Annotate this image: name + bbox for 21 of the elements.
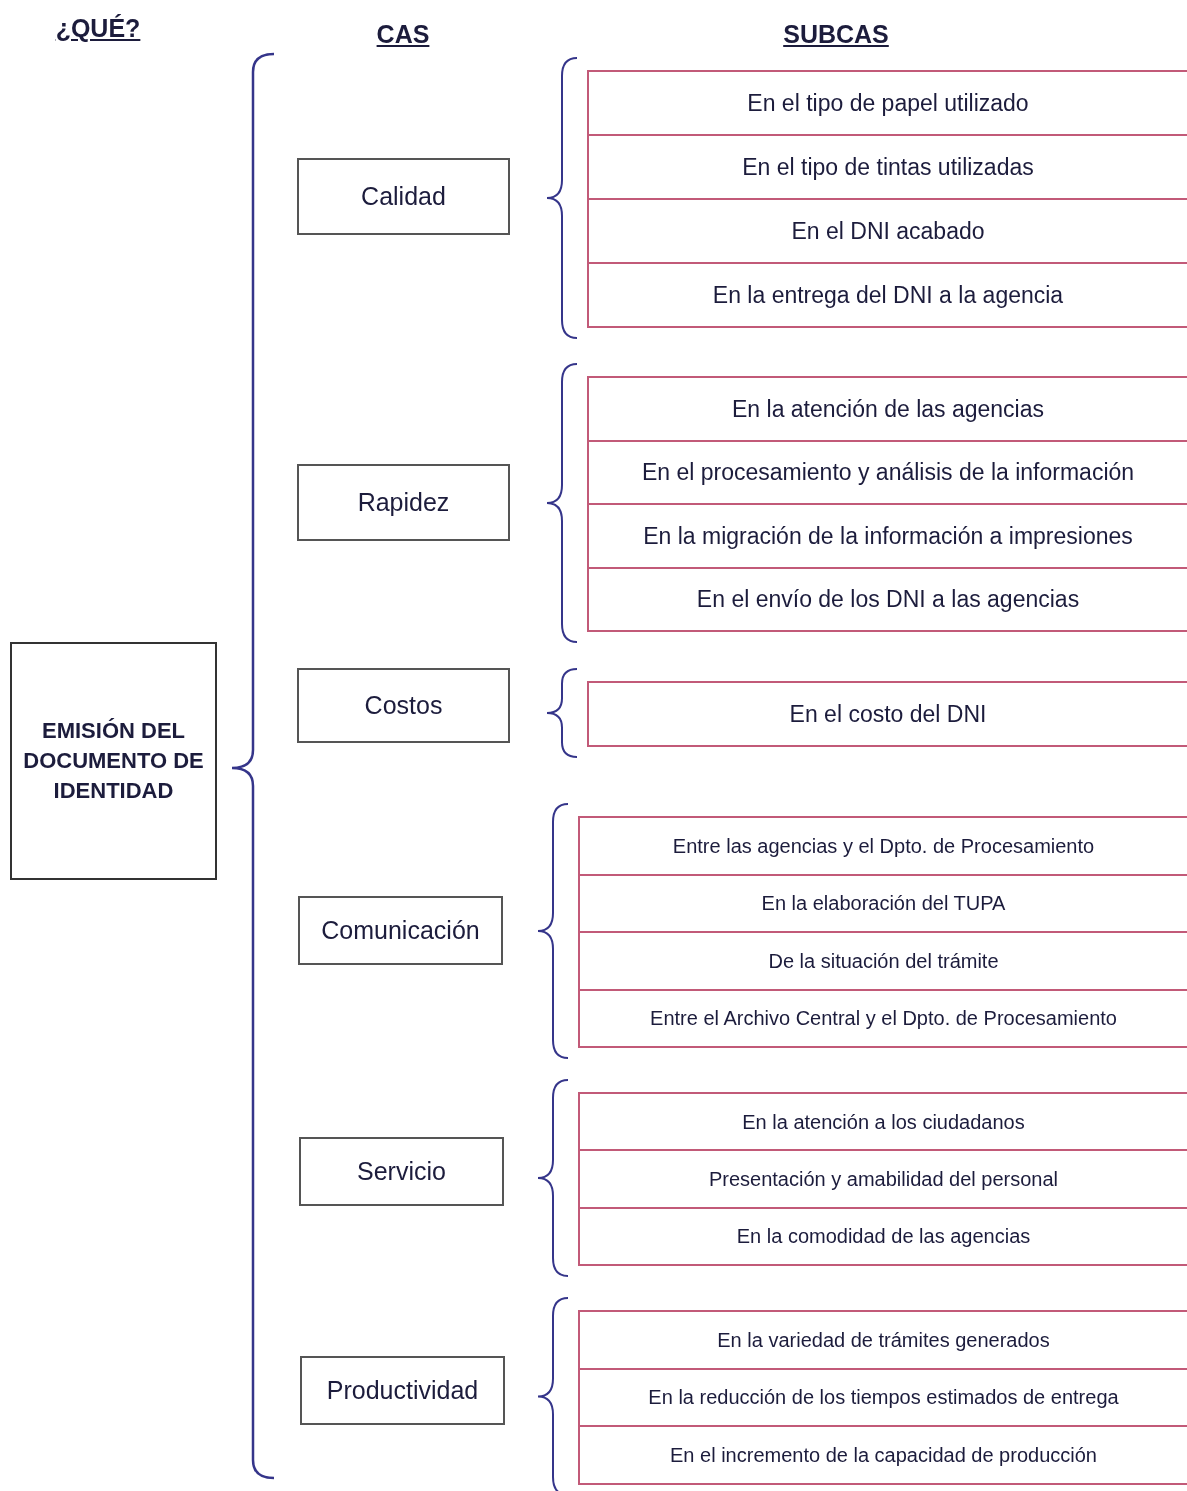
subcategory-row: Entre las agencias y el Dpto. de Procesamiento xyxy=(578,816,1187,876)
subcategory-row: En la variedad de trámites generados xyxy=(578,1310,1187,1370)
subcategory-row: En la comodidad de las agencias xyxy=(578,1206,1187,1266)
category-box: Comunicación xyxy=(298,896,503,965)
subcategory-row: En el tipo de papel utilizado xyxy=(587,70,1187,136)
column-heading: ¿QUÉ? xyxy=(54,13,142,44)
subcategory-row: En la atención de las agencias xyxy=(587,376,1187,442)
subcategory-row: En el envío de los DNI a las agencias xyxy=(587,566,1187,632)
subcategory-row: En el incremento de la capacidad de producción xyxy=(578,1425,1187,1485)
category-box: Calidad xyxy=(297,158,510,235)
column-heading: SUBCAS xyxy=(782,19,890,50)
category-box: Productividad xyxy=(300,1356,505,1425)
subcategory-row: En la entrega del DNI a la agencia xyxy=(587,262,1187,328)
category-box: Costos xyxy=(297,668,510,743)
column-heading: CAS xyxy=(375,19,431,50)
subcategory-row: En la atención a los ciudadanos xyxy=(578,1092,1187,1152)
subcategory-row: Entre el Archivo Central y el Dpto. de Procesamiento xyxy=(578,988,1187,1048)
root-box: EMISIÓN DEL DOCUMENTO DE IDENTIDAD xyxy=(10,642,217,880)
category-box: Servicio xyxy=(299,1137,504,1206)
category-box: Rapidez xyxy=(297,464,510,541)
subcategory-row: En el costo del DNI xyxy=(587,681,1187,747)
